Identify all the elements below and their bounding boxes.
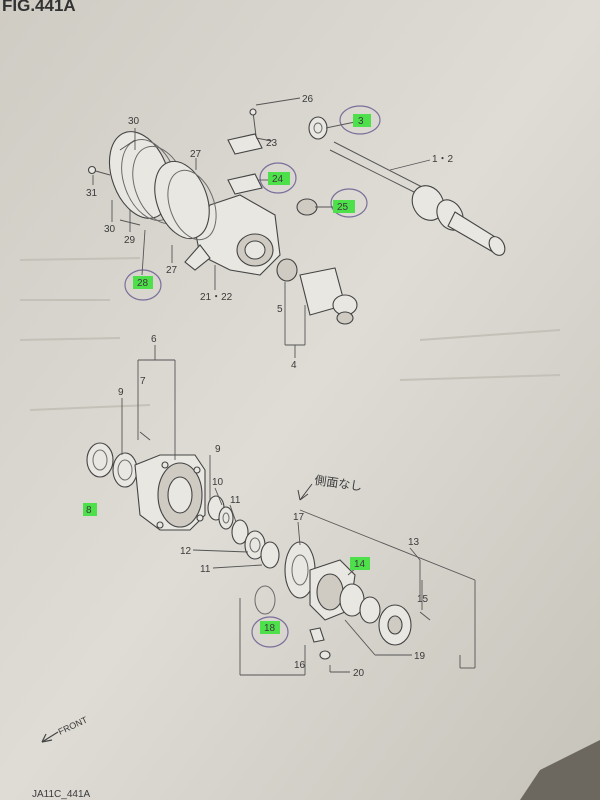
king-pin-cap-23: [227, 133, 263, 155]
bolt-16: [309, 627, 325, 643]
highlight-8: [83, 503, 97, 516]
label-27a: 27: [190, 149, 202, 160]
label-30a: 30: [128, 116, 140, 127]
label-5: 5: [277, 304, 283, 315]
leader-lines-lower: [121, 345, 476, 676]
washer-20: [319, 650, 331, 660]
label-20: 20: [353, 668, 365, 679]
highlight-24: [268, 172, 290, 185]
label-29: 29: [124, 235, 136, 246]
label-9b: 9: [215, 444, 221, 455]
label-24: 24: [272, 174, 284, 185]
label-7: 7: [140, 376, 146, 387]
bearing-25: [296, 198, 318, 216]
bleed-through-text: [19, 257, 561, 411]
nut-11a: [231, 519, 249, 545]
bolt-15: [419, 611, 431, 621]
bolt-26: [252, 111, 257, 137]
label-25: 25: [337, 202, 349, 213]
part-number-labels: 26 3 30 23 27 24 1・2 31 25 30 29 27 28 2…: [86, 94, 454, 679]
label-30b: 30: [104, 224, 116, 235]
handwritten-arrow: [297, 483, 313, 501]
footer-code: JA11C_441A: [32, 789, 91, 800]
front-arrow-icon: [41, 731, 59, 743]
nut-11b: [260, 541, 280, 569]
axle-shaft: [329, 141, 506, 256]
label-8: 8: [86, 505, 92, 516]
highlight-18: [260, 621, 280, 634]
highlight-28: [133, 276, 153, 289]
label-18: 18: [264, 623, 276, 634]
label-4: 4: [291, 360, 297, 371]
seal-rings-group: [108, 131, 217, 241]
label-17: 17: [293, 512, 305, 523]
label-15: 15: [417, 594, 429, 605]
label-14: 14: [354, 559, 366, 570]
label-31: 31: [86, 188, 98, 199]
highlight-14: [350, 557, 370, 570]
hub-bolt-7: [139, 431, 151, 441]
free-wheel-hub: [309, 559, 412, 646]
snap-ring-18: [254, 585, 276, 615]
hand-drawn-marks: [124, 105, 381, 648]
spindle: [276, 258, 358, 325]
label-10: 10: [212, 477, 224, 488]
label-1-2: 1・2: [432, 154, 454, 165]
label-23: 23: [266, 138, 278, 149]
label-26: 26: [302, 94, 314, 105]
king-pin-shim-24: [227, 173, 263, 195]
page-shadow: [520, 740, 600, 800]
oil-seal-3: [308, 116, 328, 140]
handwritten-note: 側面なし: [314, 473, 363, 494]
label-16: 16: [294, 660, 306, 671]
label-21-22: 21・22: [200, 292, 233, 303]
highlight-25: [333, 200, 355, 213]
label-3: 3: [358, 116, 364, 127]
bearing-9a: [112, 452, 138, 488]
label-11a: 11: [230, 495, 241, 506]
seal-8: [86, 442, 114, 478]
figure-title: FIG.441A: [2, 0, 76, 15]
label-28: 28: [137, 278, 149, 289]
label-13: 13: [408, 537, 420, 548]
label-19: 19: [414, 651, 426, 662]
leader-lines-upper: [92, 97, 431, 358]
label-6: 6: [151, 334, 157, 345]
washer-10: [218, 506, 234, 530]
label-27b: 27: [166, 265, 178, 276]
highlight-3: [353, 114, 371, 127]
label-11b: 11: [200, 564, 211, 575]
label-12: 12: [180, 546, 192, 557]
label-9a: 9: [118, 387, 124, 398]
wheel-hub: [134, 454, 206, 531]
